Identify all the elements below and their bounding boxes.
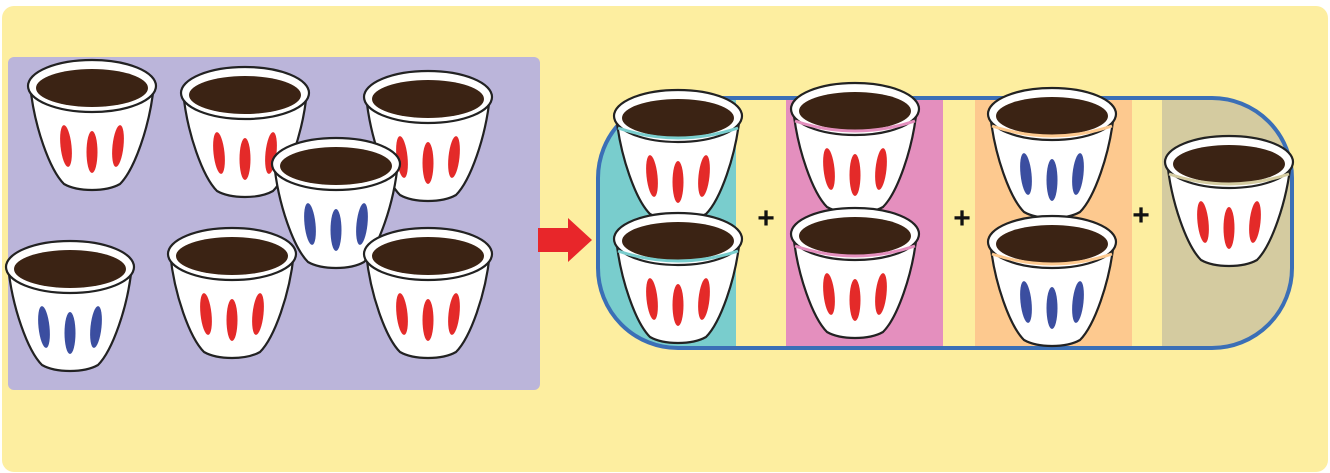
cup-layer (4, 58, 1295, 373)
coffee-cup-icon (179, 65, 311, 199)
coffee-cup-icon (789, 206, 921, 340)
coffee-cup-icon (986, 214, 1118, 348)
coffee-cup-icon (270, 136, 402, 270)
right-arrow-icon (538, 218, 592, 262)
coffee-cup-icon (1163, 134, 1295, 268)
coffee-cup-icon (986, 86, 1118, 220)
coffee-cup-icon (166, 226, 298, 360)
coffee-cup-icon (362, 226, 494, 360)
coffee-cup-icon (612, 211, 744, 345)
plus-operator-2: + (953, 202, 971, 235)
plus-operator-3: + (1132, 199, 1150, 232)
coffee-cup-icon (612, 88, 744, 222)
coffee-cup-icon (789, 81, 921, 215)
group-border (596, 96, 1294, 350)
plus-operator-1: + (757, 202, 775, 235)
coffee-cup-icon (4, 239, 136, 373)
coffee-cup-icon (26, 58, 158, 192)
